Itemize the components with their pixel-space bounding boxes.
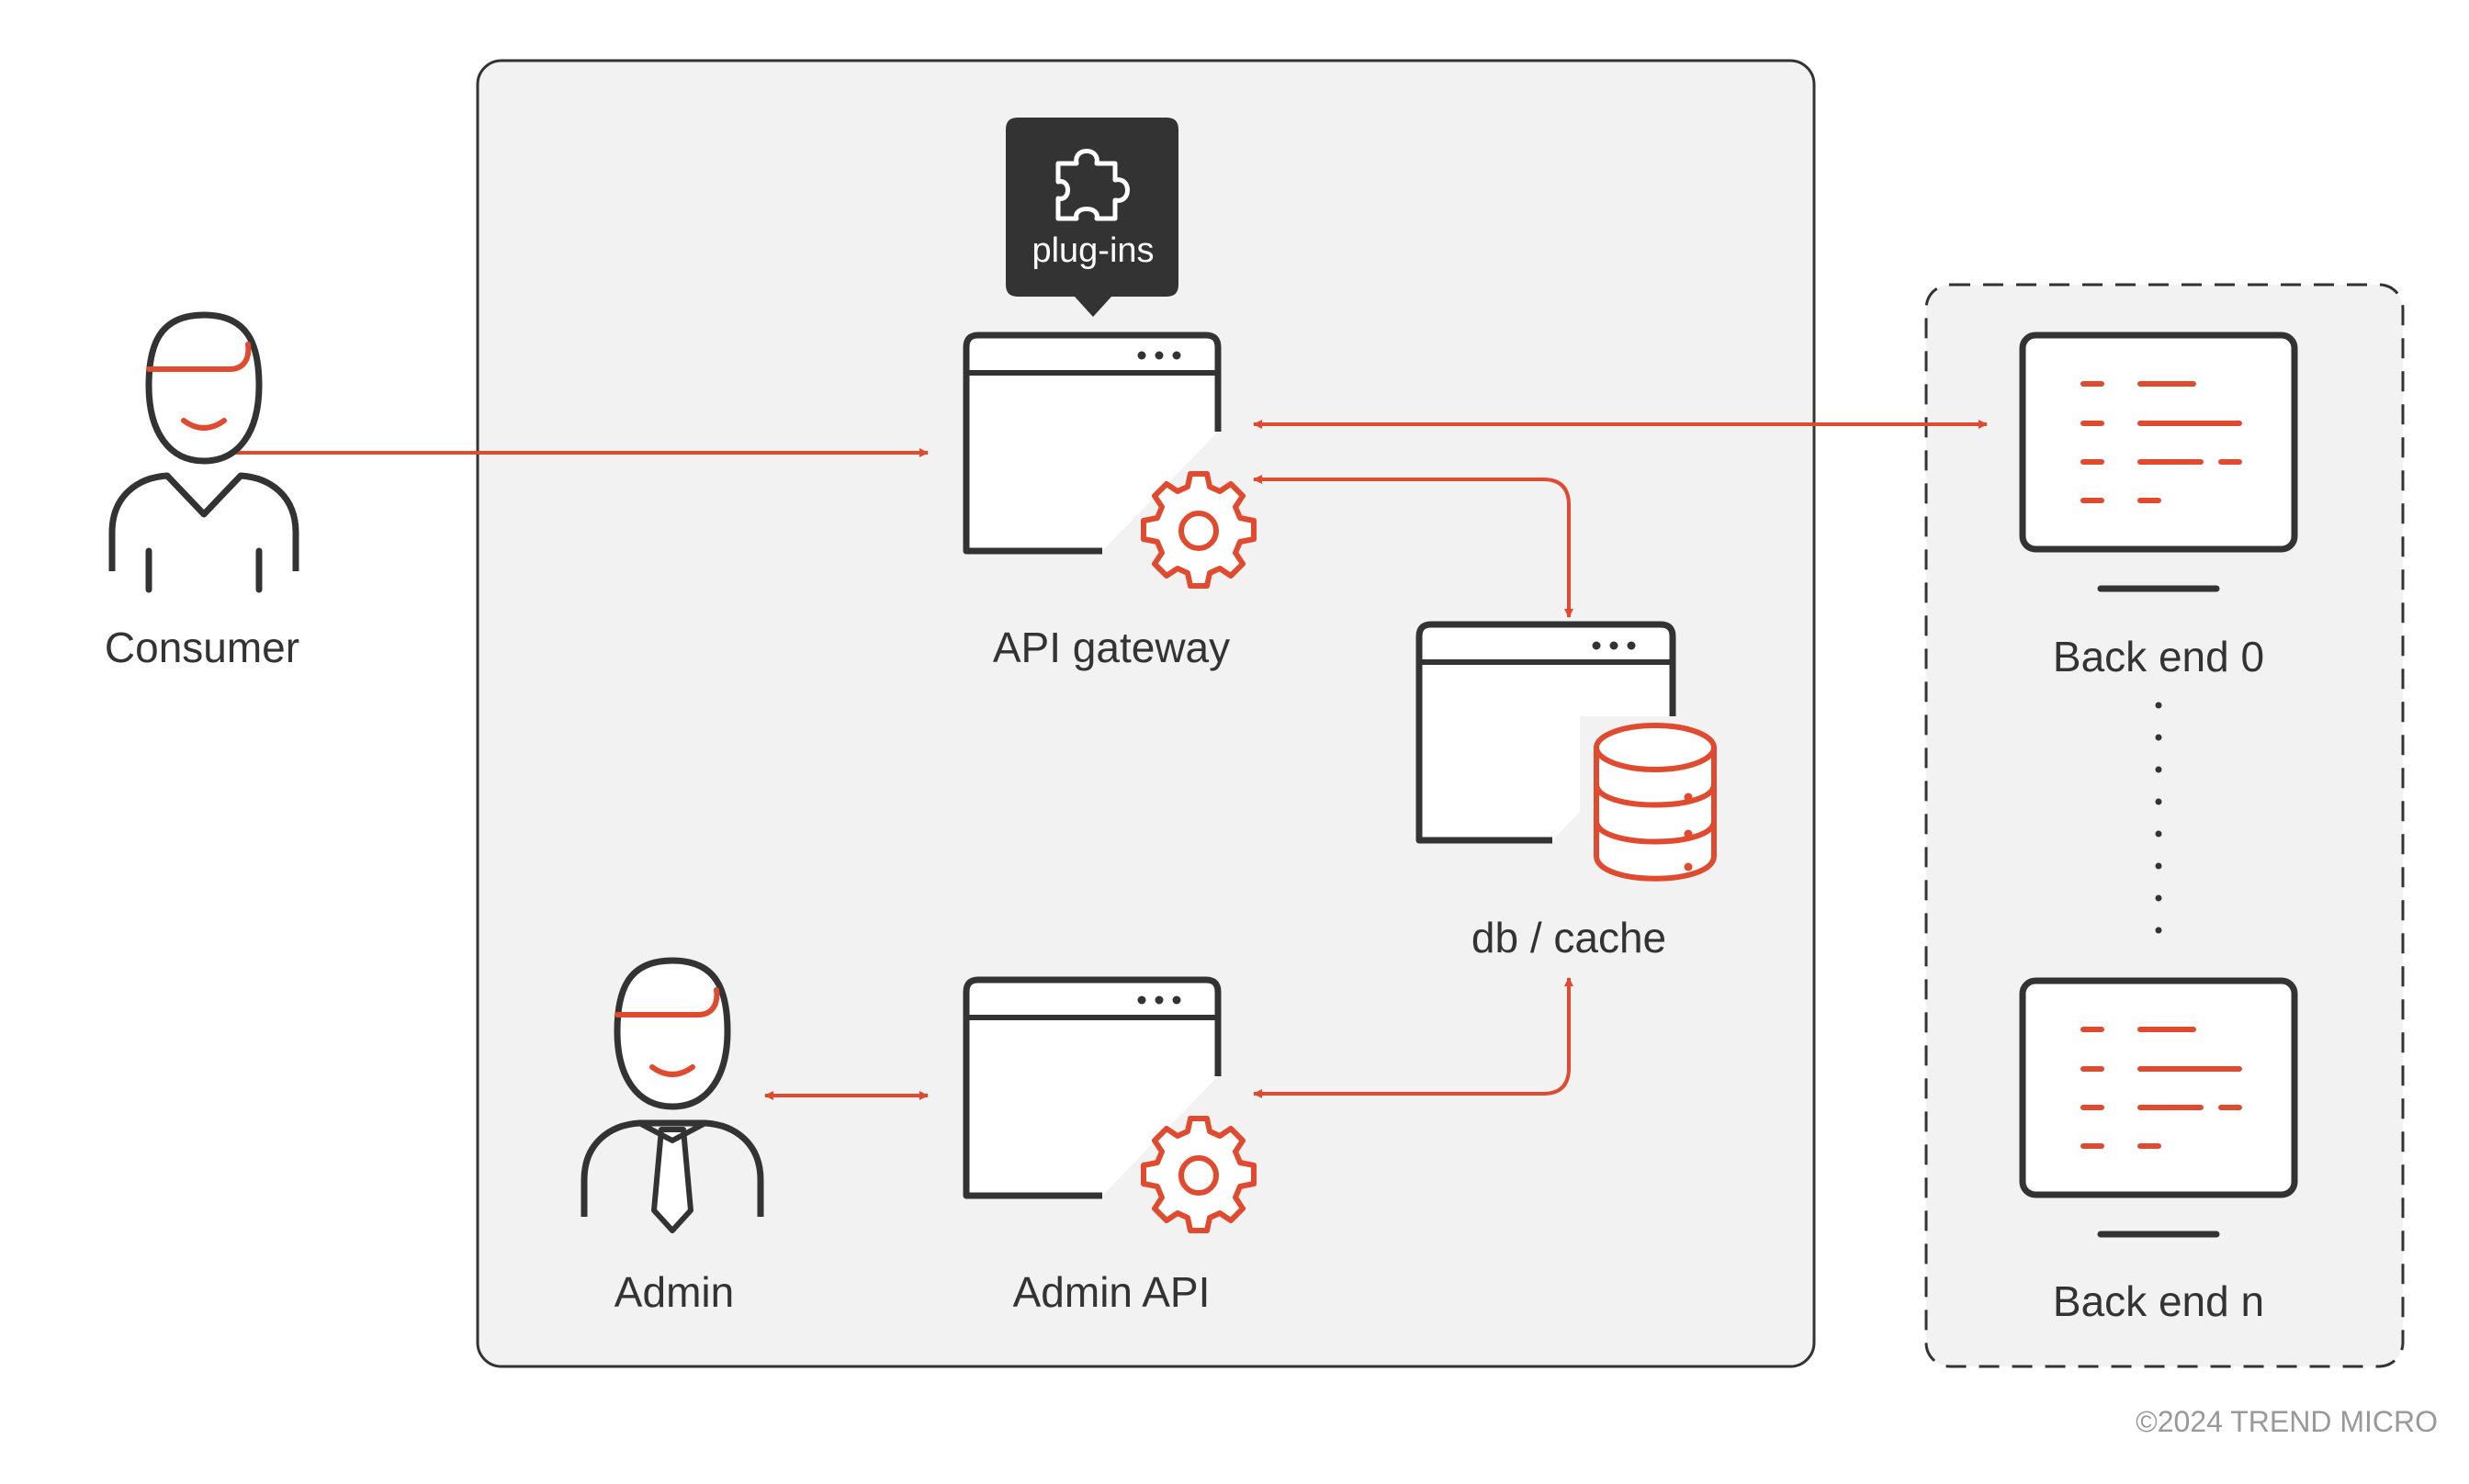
database-icon	[1580, 716, 1718, 882]
api-gateway-label: API gateway	[992, 624, 1231, 671]
db-cache-label: db / cache	[1471, 914, 1667, 961]
copyright-notice: ©2024 TREND MICRO	[2136, 1405, 2438, 1438]
plugins-badge	[1006, 118, 1178, 317]
admin-label: Admin	[614, 1268, 735, 1316]
backend-n-label: Back end n	[2052, 1277, 2265, 1325]
monitor-icon	[2019, 332, 2298, 592]
api-gateway-icon	[963, 332, 1257, 589]
person-icon	[108, 311, 299, 593]
puzzle-icon	[1055, 149, 1130, 221]
arrow-gateway-db	[1253, 475, 1573, 618]
plugins-label: plug-ins	[1032, 231, 1155, 270]
ellipsis-dots	[2155, 702, 2162, 934]
gear-icon	[1141, 1116, 1257, 1233]
consumer-label: Consumer	[104, 624, 300, 671]
monitor-icon	[2019, 977, 2298, 1238]
connection-arrows	[230, 420, 1988, 1100]
person-with-tie-icon	[581, 957, 764, 1233]
gear-icon	[1141, 471, 1257, 589]
db-cache-icon	[1415, 621, 1718, 882]
admin-api-icon	[963, 976, 1257, 1233]
arrow-adminapi-db	[1253, 977, 1573, 1098]
admin-api-label: Admin API	[1012, 1268, 1211, 1316]
backend-0-label: Back end 0	[2052, 633, 2265, 680]
